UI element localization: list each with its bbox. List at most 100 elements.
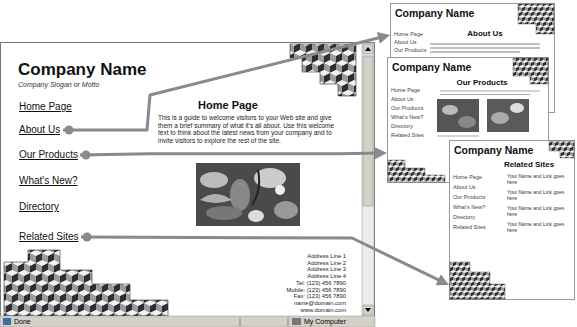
text-line: [437, 135, 479, 136]
link-arrow: [80, 153, 381, 155]
photo-leaf: [491, 112, 509, 124]
status-separator: [240, 317, 241, 326]
nav-item: Home Page: [394, 31, 423, 37]
nav-item: Our Products: [394, 47, 426, 53]
address-line: Address Line 2: [307, 260, 346, 266]
nav-link: Our Products: [18, 149, 79, 161]
address-line: Mobile: (123) 456 7890: [286, 287, 346, 293]
photo-leaf: [248, 210, 264, 222]
cube-pattern: [518, 4, 554, 34]
photo: [196, 163, 300, 226]
nav-item: About Us: [391, 96, 414, 102]
link-entry: Your Name and Link goes here: [507, 206, 571, 218]
cube-pattern: [4, 250, 168, 316]
status-text: Done: [14, 318, 31, 326]
scrollbar: [362, 43, 374, 316]
nav-link: About Us: [18, 124, 62, 136]
scroll-button: [363, 44, 373, 54]
thumbnail-frame: [450, 141, 575, 300]
nav-link-text: Related Sites: [19, 231, 79, 243]
cube-pattern: [549, 141, 574, 158]
scroll-thumb: [363, 56, 373, 206]
nav-item: Our Products: [391, 105, 423, 111]
nav-item: Related Sites: [453, 224, 486, 230]
link-dot: [82, 151, 91, 160]
text-line: [440, 94, 530, 95]
nav-item: What's New?: [453, 204, 485, 210]
company-name: Company Name: [18, 60, 146, 80]
company-name: Company Name: [454, 144, 533, 156]
link-dot: [65, 126, 74, 135]
product-photo: [437, 99, 479, 132]
nav-link-text: About Us: [19, 124, 61, 136]
text-line: [430, 47, 540, 49]
status-separator: [288, 317, 289, 326]
cube-pattern: [388, 160, 445, 182]
link-arrow: [81, 237, 444, 282]
page-heading: Home Page: [198, 99, 258, 111]
nav-link: What's New?: [18, 175, 79, 187]
nav-link: Directory: [18, 201, 61, 213]
page-heading: Related Sites: [504, 160, 554, 169]
address-line: Fax: (123) 456 7890: [294, 293, 346, 299]
slogan: Company Slogan or Motto: [18, 81, 99, 89]
nav-item: Home Page: [391, 87, 420, 93]
photo-leaf: [458, 116, 476, 128]
scroll-track: [362, 43, 374, 316]
photo-leaf: [200, 194, 232, 203]
scroll-arrow: [365, 47, 371, 51]
company-name: Company Name: [395, 7, 474, 19]
nav-link: Related Sites: [18, 231, 80, 243]
scroll-arrow: [365, 308, 371, 312]
text-line: [430, 51, 520, 53]
photo-flower: [275, 185, 285, 195]
nav-item: About Us: [453, 184, 476, 190]
text-line: [440, 90, 540, 91]
photo-stem: [252, 170, 259, 205]
nav-link-text: Directory: [19, 201, 60, 213]
thumbnail-related: [450, 141, 575, 300]
page-thumbnail: Company NameAbout UsHome PageAbout UsOur…: [390, 3, 555, 113]
text-line: [430, 43, 540, 45]
photo-leaf: [200, 172, 228, 188]
cube-pattern: [450, 262, 505, 299]
photo-leaf: [274, 201, 298, 219]
cube-pattern: [513, 58, 548, 84]
status-bar-ground: [0, 316, 375, 327]
address-line: Address Line 3: [307, 266, 346, 272]
nav-link: Home Page: [18, 101, 73, 113]
link-entry: Your Name and Link goes here: [507, 174, 571, 186]
status-bar: [0, 316, 375, 327]
nav-item: About Us: [394, 39, 417, 45]
nav-item: What's New?: [391, 114, 423, 120]
photo-leaf: [442, 105, 458, 115]
page-heading: About Us: [467, 29, 503, 38]
page-icon: [3, 318, 11, 325]
product-photo: [487, 99, 529, 132]
photo-leaf: [510, 103, 524, 113]
photo-leaf: [206, 206, 242, 220]
nav-link-text: Our Products: [19, 149, 78, 161]
nav-item: Home Page: [453, 174, 482, 180]
nav-item: Our Products: [453, 194, 485, 200]
photo-ground: [196, 163, 300, 226]
nav-item: Related Sites: [391, 132, 424, 138]
computer-icon: [292, 318, 301, 325]
link-dot: [83, 233, 92, 242]
address-line: Address Line 1: [307, 253, 346, 259]
nav-link-text: Home Page: [19, 101, 72, 113]
link-entry: Your Name and Link goes here: [507, 222, 571, 234]
body-text: This is a guide to welcome visitors to y…: [158, 114, 336, 144]
address-line: Address Line 4: [307, 273, 346, 279]
nav-item: Directory: [391, 123, 413, 129]
address-line: www.domain.com: [301, 307, 346, 313]
company-name: Company Name: [392, 61, 471, 73]
nav-item: Directory: [453, 214, 475, 220]
nav-link-text: What's New?: [19, 175, 78, 187]
photo-leaf: [230, 179, 250, 211]
link-entry: Your Name and Link goes here: [507, 190, 571, 202]
page-heading: Our Products: [456, 78, 507, 87]
status-text: My Computer: [304, 318, 346, 326]
page-thumbnail: Company NameRelated SitesHome PageAbout …: [449, 140, 575, 300]
